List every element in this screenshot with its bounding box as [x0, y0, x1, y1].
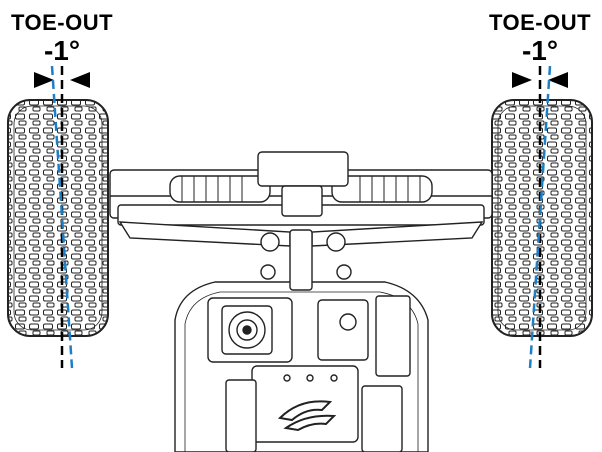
- left-alignment-lines: [50, 65, 74, 369]
- suspension-assembly: [109, 151, 493, 280]
- right-toe-line: [528, 65, 552, 369]
- chassis: [174, 229, 429, 452]
- left-toe-out-title: TOE-OUT: [11, 10, 113, 35]
- logo-icon: [277, 400, 337, 432]
- right-toe-angle: -1°: [522, 35, 558, 66]
- right-arrow-pair-icon: [512, 72, 568, 88]
- right-alignment-lines: [528, 65, 552, 369]
- right-toe-out-title: TOE-OUT: [489, 10, 591, 35]
- right-tire-icon: [491, 99, 593, 337]
- left-toe-angle: -1°: [44, 35, 80, 66]
- left-tire-icon: [7, 99, 109, 337]
- left-arrow-pair-icon: [34, 72, 90, 88]
- left-toe-line: [50, 65, 74, 369]
